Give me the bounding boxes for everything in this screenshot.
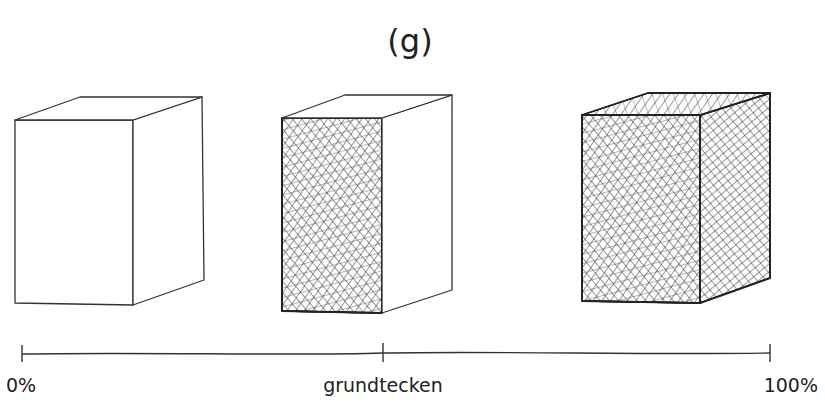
plain-cube	[15, 97, 204, 305]
scale-label: 0%	[6, 374, 36, 396]
scale-axis	[22, 343, 770, 362]
scale-label: grundtecken	[323, 374, 443, 396]
scale-label: 100%	[764, 374, 818, 396]
figure-label: (g)	[387, 22, 432, 60]
half-hatched-cube	[282, 95, 452, 313]
hatched-cube	[582, 93, 770, 303]
